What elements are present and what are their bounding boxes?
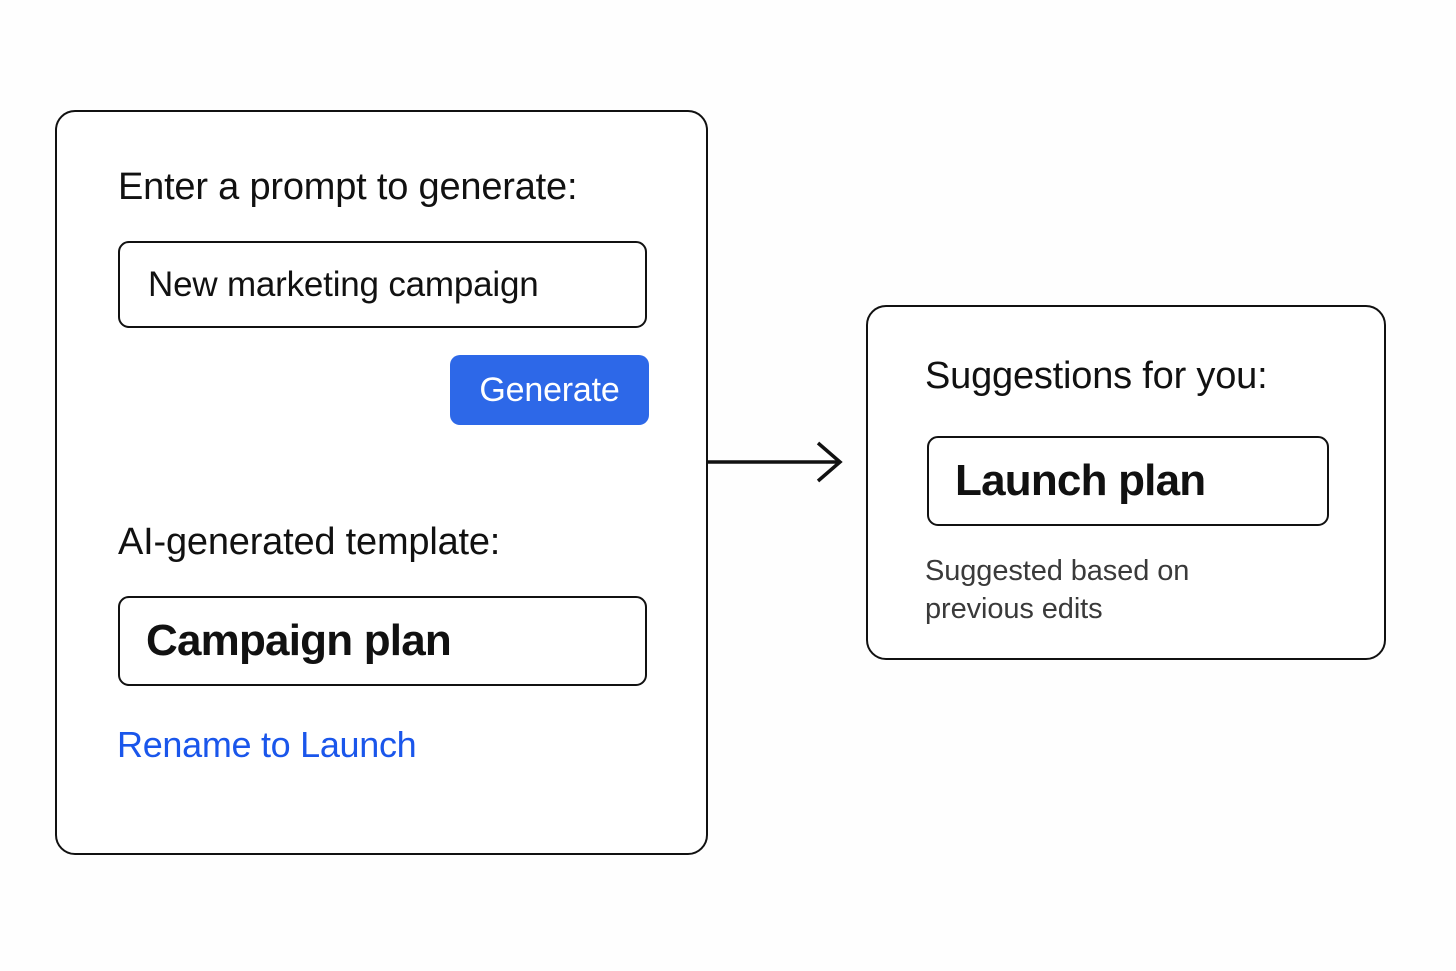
suggestion-item-label: Launch plan [955, 456, 1206, 505]
template-heading: AI-generated template: [118, 521, 501, 563]
suggestions-heading: Suggestions for you: [925, 355, 1268, 397]
rename-to-launch-link[interactable]: Rename to Launch [117, 724, 417, 765]
generate-button-label: Generate [479, 371, 620, 409]
prompt-input-value: New marketing campaign [148, 264, 539, 304]
prompt-heading: Enter a prompt to generate: [118, 166, 578, 208]
flow-arrow-head-icon [816, 441, 843, 483]
generate-button[interactable]: Generate [450, 355, 649, 425]
template-name-field[interactable]: Campaign plan [118, 596, 647, 686]
prompt-input[interactable]: New marketing campaign [118, 241, 647, 328]
suggestions-card: Suggestions for you: Launch plan Suggest… [866, 305, 1386, 660]
suggestion-caption: Suggested based on previous edits [925, 555, 1190, 626]
suggestion-item[interactable]: Launch plan [927, 436, 1329, 526]
generator-card: Enter a prompt to generate: New marketin… [55, 110, 708, 855]
template-name-value: Campaign plan [146, 616, 452, 665]
